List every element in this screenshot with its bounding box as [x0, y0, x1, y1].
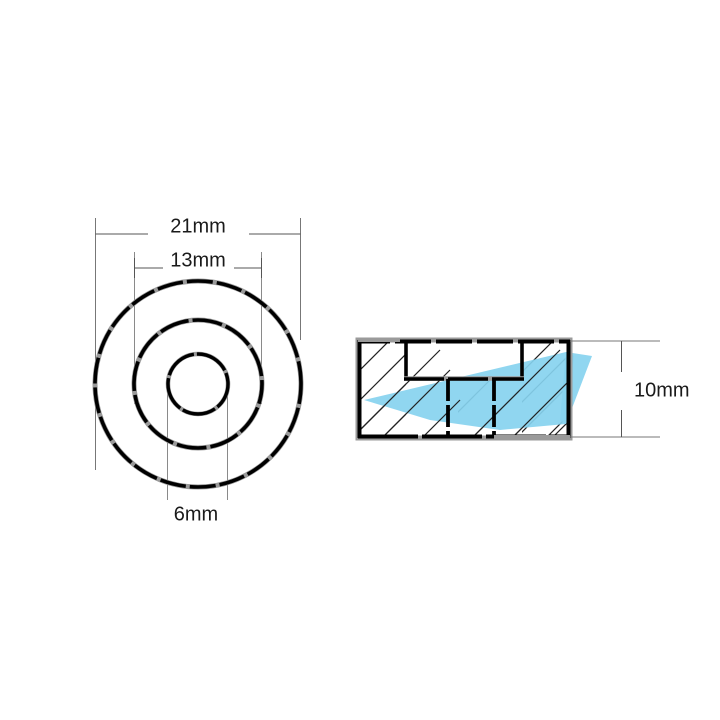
inner-bore-circle	[166, 352, 230, 416]
dimension-label-13mm: 13mm	[170, 249, 226, 271]
outer-diameter-circle	[93, 279, 303, 489]
middle-diameter-circle	[132, 318, 264, 450]
front-view-circles	[92, 278, 304, 490]
section-view-dimensions	[570, 340, 660, 438]
hatch-overlay	[358, 349, 570, 438]
dimension-label-6mm: 6mm	[174, 503, 218, 525]
dimension-label-10mm: 10mm	[634, 379, 690, 401]
section-view-group	[355, 337, 592, 441]
dimension-label-21mm: 21mm	[170, 215, 226, 237]
